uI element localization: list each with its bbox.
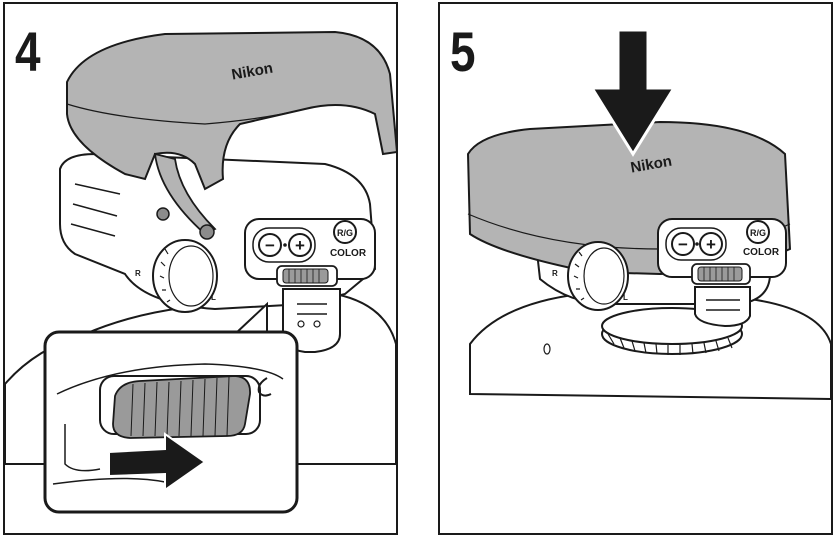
- svg-text:+: +: [295, 236, 305, 255]
- svg-text:+: +: [706, 235, 716, 254]
- plus-button[interactable]: +: [700, 233, 722, 255]
- step-5-illustration: R L Nikon − +: [440, 4, 831, 533]
- plus-button[interactable]: +: [289, 234, 311, 256]
- svg-text:COLOR: COLOR: [330, 248, 367, 259]
- side-label-r: R: [135, 269, 141, 278]
- inset-release-lever[interactable]: [113, 376, 250, 438]
- release-lever[interactable]: [692, 264, 750, 284]
- step-4-panel: 4 R L − +: [3, 2, 398, 535]
- svg-text:COLOR: COLOR: [743, 247, 780, 258]
- minus-button[interactable]: −: [672, 233, 694, 255]
- svg-text:−: −: [678, 235, 688, 254]
- control-dial[interactable]: [153, 240, 217, 312]
- release-lever[interactable]: [277, 266, 337, 286]
- step-4-illustration: R L − + R/G COLOR: [5, 4, 396, 533]
- control-dial[interactable]: [568, 242, 628, 310]
- svg-text:−: −: [265, 236, 275, 255]
- side-label-r: R: [552, 269, 558, 278]
- mounting-foot: [695, 287, 750, 326]
- minus-button[interactable]: −: [259, 234, 281, 256]
- magnified-inset: [45, 304, 297, 512]
- svg-text:R/G: R/G: [750, 228, 766, 238]
- svg-text:R/G: R/G: [337, 228, 353, 238]
- step-5-panel: 5 R L Nikon: [438, 2, 833, 535]
